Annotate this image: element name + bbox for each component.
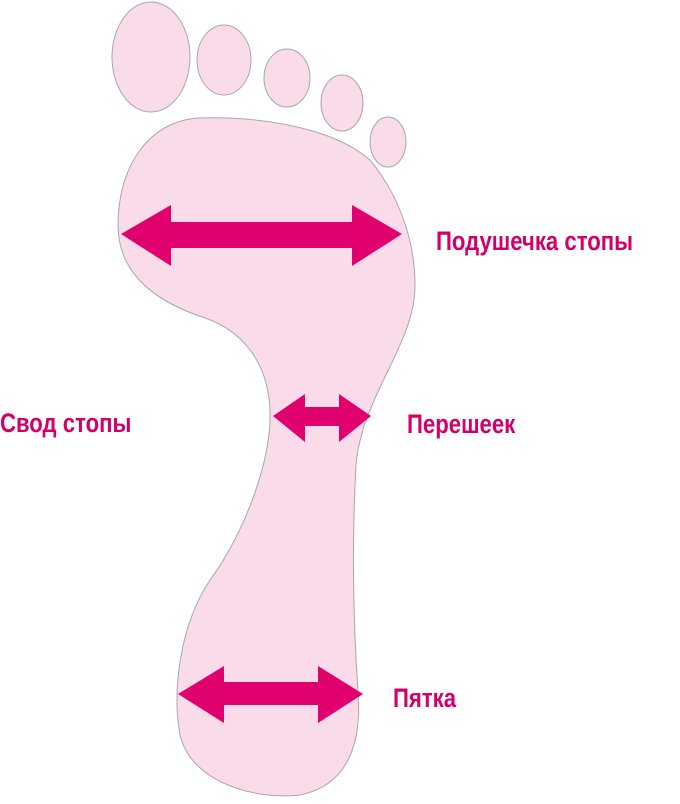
ball-width-arrow [121, 205, 402, 266]
ball-of-foot-label: Подушечка стопы [436, 226, 634, 256]
third-toe [263, 48, 311, 108]
heel-width-arrow [178, 666, 363, 723]
arch-label: Свод стопы [0, 408, 132, 438]
heel-label: Пятка [393, 683, 457, 713]
foot-sole [117, 117, 416, 797]
second-toe [196, 24, 252, 96]
isthmus-label: Перешеек [407, 409, 516, 439]
little-toe [369, 116, 407, 168]
big-toe [111, 1, 191, 113]
isthmus-width-arrow [273, 394, 371, 442]
fourth-toe [320, 74, 364, 132]
